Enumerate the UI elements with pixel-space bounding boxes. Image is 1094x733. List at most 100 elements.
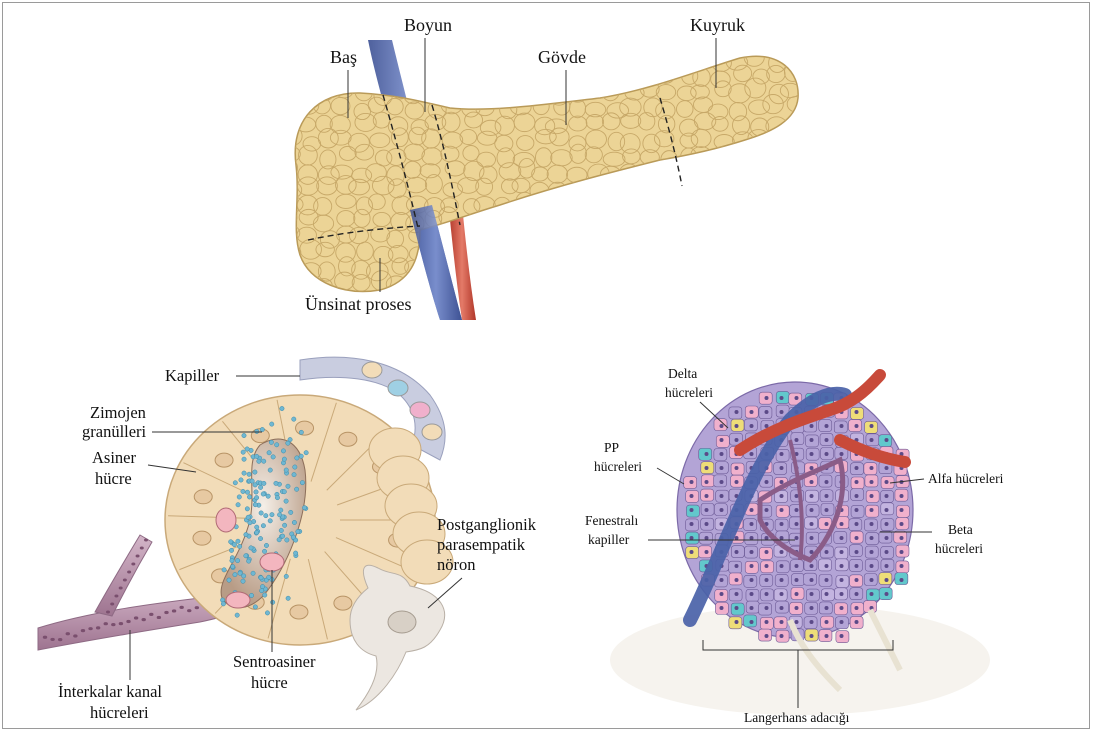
zymogen-granule xyxy=(229,540,233,544)
label-zimojen-2: granülleri xyxy=(82,422,147,441)
islet-nucleus xyxy=(870,536,874,540)
lobule xyxy=(605,212,625,227)
label-bas: Baş xyxy=(330,47,357,67)
lobule xyxy=(787,228,808,244)
duct-nucleus xyxy=(111,623,115,626)
pancreas-illustration: Baş Boyun Gövde Kuyruk Ünsinat proses xyxy=(276,15,809,320)
lobule xyxy=(298,83,316,97)
islet-nucleus xyxy=(810,466,814,470)
zymogen-granule xyxy=(258,536,262,540)
duct-nucleus xyxy=(96,626,100,629)
islet-nucleus xyxy=(780,550,784,554)
islet-nucleus xyxy=(810,578,814,582)
zymogen-granule xyxy=(255,525,259,529)
islet-nucleus xyxy=(750,536,754,540)
label-govde: Gövde xyxy=(538,47,586,67)
islet-nucleus xyxy=(840,634,844,638)
lobule xyxy=(498,243,518,259)
duct-nucleus xyxy=(127,571,131,574)
zymogen-granule xyxy=(282,523,286,527)
zymogen-granule xyxy=(235,558,239,562)
capillary-cell xyxy=(422,424,442,440)
lobule xyxy=(745,275,767,293)
islet-nucleus xyxy=(735,606,739,610)
label-asiner-2: hücre xyxy=(95,469,132,488)
lobule xyxy=(441,66,457,84)
islet-nucleus xyxy=(720,480,724,484)
islet-nucleus xyxy=(780,536,784,540)
islet-nucleus xyxy=(780,452,784,456)
lobule xyxy=(312,87,333,101)
zymogen-granule xyxy=(264,513,268,517)
lobule xyxy=(715,197,736,215)
zymogen-granule xyxy=(245,447,249,451)
lobule xyxy=(480,261,497,280)
lobule xyxy=(603,66,624,84)
islet-nucleus xyxy=(750,522,754,526)
islet-nucleus xyxy=(720,438,724,442)
islet-nucleus xyxy=(795,536,799,540)
islet-nucleus xyxy=(705,550,709,554)
zymogen-granule xyxy=(244,532,248,536)
islet-nucleus xyxy=(720,494,724,498)
lobule xyxy=(772,197,788,216)
zymogen-granule xyxy=(241,450,245,454)
zymogen-granule xyxy=(253,502,257,506)
lobule xyxy=(624,257,643,272)
islet-nucleus xyxy=(735,620,739,624)
acinar-nucleus xyxy=(290,605,308,619)
islet-nucleus xyxy=(900,522,904,526)
islet-nucleus xyxy=(780,494,784,498)
lobule xyxy=(283,262,301,281)
islet-nucleus xyxy=(765,592,769,596)
duct-nucleus xyxy=(157,616,161,619)
islet-nucleus xyxy=(735,536,739,540)
islet-nucleus xyxy=(870,550,874,554)
lobule xyxy=(529,208,547,225)
islet-nucleus xyxy=(870,424,874,428)
lobule xyxy=(729,209,746,226)
centroacinar-cell xyxy=(216,508,236,532)
label-boyun: Boyun xyxy=(404,15,452,35)
lobule xyxy=(587,66,608,85)
islet-nucleus xyxy=(885,550,889,554)
lobule xyxy=(785,208,803,225)
lobule xyxy=(692,210,709,228)
islet-nucleus xyxy=(810,564,814,568)
lobule xyxy=(752,261,772,281)
zymogen-granule xyxy=(295,456,299,460)
lobule xyxy=(787,131,808,148)
islet-nucleus xyxy=(810,424,814,428)
islet-nucleus xyxy=(795,396,799,400)
zymogen-granule xyxy=(253,470,257,474)
islet-nucleus xyxy=(855,494,859,498)
islet-nucleus xyxy=(870,508,874,512)
islet-nucleus xyxy=(900,494,904,498)
zymogen-granule xyxy=(292,417,296,421)
duct-branch xyxy=(95,535,152,616)
islet-nucleus xyxy=(750,550,754,554)
zymogen-granule xyxy=(236,539,240,543)
lobule xyxy=(497,262,515,278)
zymogen-granule xyxy=(284,574,288,578)
lobule xyxy=(354,65,372,80)
islet-nucleus xyxy=(885,522,889,526)
islet-nucleus xyxy=(825,606,829,610)
lobule xyxy=(584,50,604,65)
label-delta-1: Delta xyxy=(668,366,697,381)
zymogen-granule xyxy=(277,513,281,517)
zymogen-granule xyxy=(247,495,251,499)
islet-nucleus xyxy=(855,606,859,610)
islet-nucleus xyxy=(885,480,889,484)
label-postgang-3: nöron xyxy=(437,555,476,574)
duct-nucleus xyxy=(119,587,123,590)
zymogen-granule xyxy=(270,422,274,426)
lobule xyxy=(659,245,677,263)
islet-nucleus xyxy=(810,620,814,624)
lobule xyxy=(691,176,712,196)
acinar-nucleus xyxy=(334,596,352,610)
islet-nucleus xyxy=(825,508,829,512)
lobule xyxy=(280,277,297,291)
lobule xyxy=(461,49,477,69)
duct-nucleus xyxy=(106,611,110,614)
